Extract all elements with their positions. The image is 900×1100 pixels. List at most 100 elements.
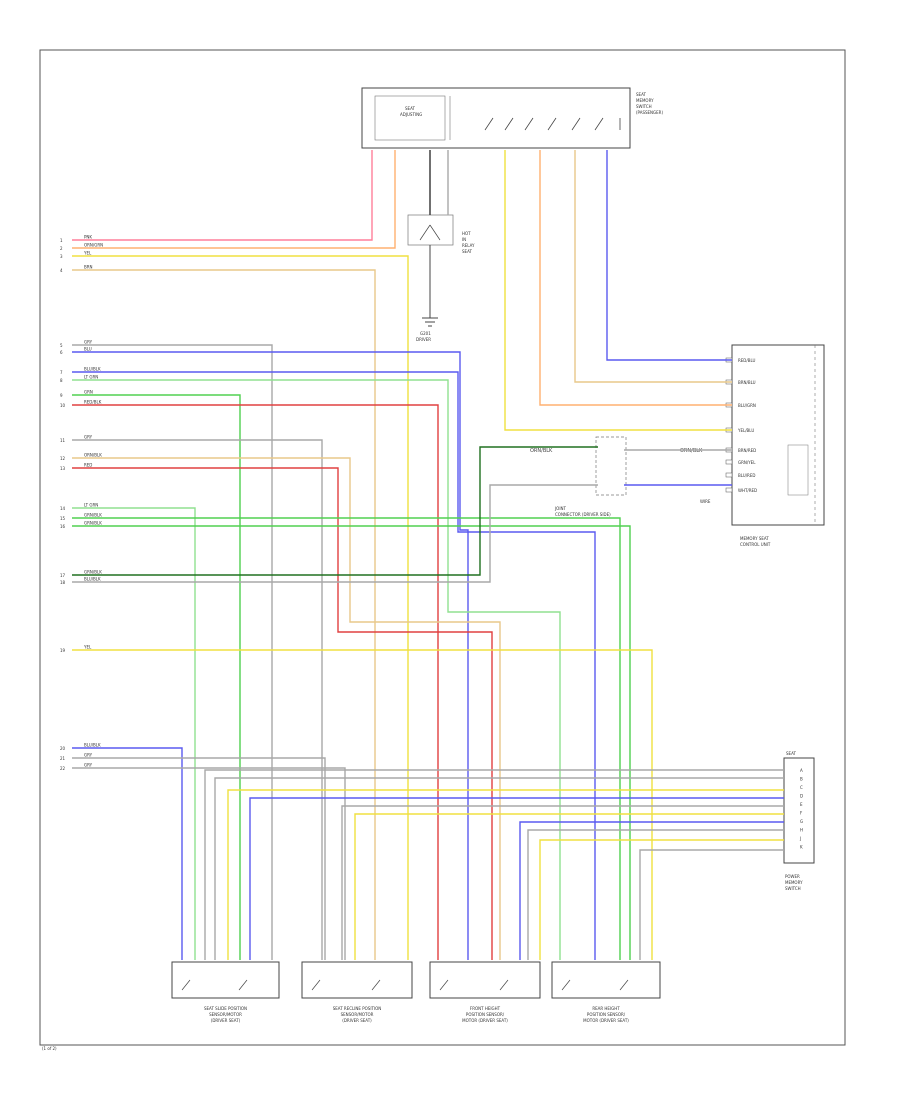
wire-16 <box>72 525 631 960</box>
bus-wire-7 <box>527 829 784 960</box>
left-wire-name: YEL <box>83 645 92 650</box>
wire-9 <box>72 394 241 960</box>
module-label-1: CONTROL UNIT <box>740 542 771 547</box>
motor-label: SENSOR/MOTOR <box>209 1012 242 1017</box>
rconn-label-0: SEAT <box>786 751 796 756</box>
left-wire-num: 10 <box>60 403 66 408</box>
bus-wire-4 <box>341 805 784 960</box>
motor-label: REAR HEIGHT <box>592 1006 620 1011</box>
module-pin-label: RED/BLU <box>738 358 756 363</box>
left-wire-num: 20 <box>60 746 66 751</box>
left-wire-name: YEL <box>83 251 92 256</box>
wire-6 <box>72 351 469 960</box>
wire-3 <box>72 255 409 960</box>
left-wire-name: GRY <box>84 340 93 345</box>
left-wire-num: 17 <box>60 573 66 578</box>
module-pin <box>725 459 733 465</box>
top-switch: SEAT ADJUSTING SEAT MEMORY SWITCH (PASSE… <box>361 87 663 149</box>
bus-wire-2 <box>227 789 784 960</box>
left-wire-num: 16 <box>60 524 66 529</box>
rconn-pin-label: J <box>799 836 801 841</box>
wires <box>72 150 784 960</box>
rconn-label-3: SWITCH <box>785 886 801 891</box>
bus-wire-1 <box>214 777 784 960</box>
joint-left-wire: ORN/BLK <box>530 448 553 454</box>
motor-label: SENSOR/MOTOR <box>341 1012 374 1017</box>
wire-17 <box>72 446 598 576</box>
left-wire-labels: 1PNK2ORN/GRN3YEL4BRN5GRY6BLU7BLU/BLK8LT … <box>60 235 103 772</box>
rconn-pin-label: F <box>800 811 803 816</box>
left-wire-num: 6 <box>60 350 63 355</box>
relay-label-3: SEAT <box>462 249 472 254</box>
wire-12 <box>72 457 501 960</box>
rconn-pin-label: G <box>800 819 803 824</box>
bus-wire-8 <box>539 839 784 960</box>
rconn-label-1: POWER <box>785 874 800 879</box>
left-wire-num: 12 <box>60 456 66 461</box>
rconn-pin-label: D <box>800 794 803 799</box>
left-wire-num: 2 <box>60 246 63 251</box>
left-wire-name: GRN/BLK <box>84 521 102 526</box>
left-wire-name: BLU/BLK <box>84 367 101 372</box>
motor-label: MOTOR (DRIVER SEAT) <box>583 1018 629 1023</box>
rconn-pin-label: B <box>800 777 803 782</box>
switch-contacts <box>484 117 621 131</box>
wire-sw-tan <box>574 150 732 383</box>
module-pin-label: BLU/GRN <box>738 403 756 408</box>
module-pin-label: BRN/RED <box>738 448 756 453</box>
rconn-pin-label: E <box>800 802 803 807</box>
left-wire-name: GRN/BLK <box>84 570 102 575</box>
module-pin-label: GRN/YEL <box>738 460 756 465</box>
left-wire-name: ORN/BLK <box>84 453 102 458</box>
wire-19 <box>72 649 653 960</box>
left-wire-name: BLU <box>84 347 92 352</box>
left-wire-num: 4 <box>60 268 63 273</box>
wire-5 <box>72 344 273 960</box>
left-wire-name: GRY <box>84 753 93 758</box>
rconn-pin-label: C <box>800 785 803 790</box>
wire-8 <box>72 379 561 960</box>
ground-label-0: G201 <box>420 331 431 336</box>
rconn-pin-label: K <box>800 845 803 850</box>
wire-13 <box>72 467 493 960</box>
wire-18 <box>72 484 598 583</box>
left-wire-name: GRY <box>84 435 93 440</box>
wire-sw-yel <box>504 150 732 431</box>
left-wire-num: 9 <box>60 393 63 398</box>
motor-label: MOTOR (DRIVER SEAT) <box>462 1018 508 1023</box>
joint-tag: WIRE <box>700 499 711 504</box>
left-wire-name: ORN/GRN <box>84 243 103 248</box>
top-switch-label: SEAT <box>405 106 415 111</box>
wire-11 <box>72 439 323 960</box>
bus-wire-9 <box>639 849 784 960</box>
motor-label: FRONT HEIGHT <box>470 1006 501 1011</box>
wire-7 <box>72 371 596 960</box>
left-wire-num: 8 <box>60 378 63 383</box>
module-pin-label: WHT/RED <box>738 488 757 493</box>
joint-connector: JOINT CONNECTOR (DRIVER SIDE) ORN/BLK OR… <box>530 436 711 517</box>
left-wire-name: BLU/BLK <box>84 743 101 748</box>
ground-label-1: DRIVER <box>416 337 431 342</box>
bus-wire-0 <box>204 769 784 960</box>
left-wire-num: 22 <box>60 766 66 771</box>
bus-wire-5 <box>354 813 784 960</box>
top-switch-side-1: MEMORY <box>636 98 654 103</box>
motor-label: (DRIVER SEAT) <box>211 1018 241 1023</box>
wire-2 <box>72 150 396 249</box>
bus-wire-3 <box>249 797 784 960</box>
module-label-0: MEMORY SEAT <box>740 536 769 541</box>
motor-label: POSITION SENSOR/ <box>466 1012 505 1017</box>
module-pin <box>725 472 733 478</box>
module-pin-label: BLU/RED <box>738 473 755 478</box>
relay-box: HOT IN RELAY SEAT <box>407 214 475 254</box>
wire-15 <box>72 517 621 960</box>
ground-symbol: G201 DRIVER <box>416 245 438 342</box>
left-wire-name: PNK <box>84 235 92 240</box>
left-wire-name: LT GRN <box>84 375 98 380</box>
module-pin <box>725 487 733 493</box>
left-wire-num: 5 <box>60 343 63 348</box>
left-wire-name: RED <box>84 463 92 468</box>
